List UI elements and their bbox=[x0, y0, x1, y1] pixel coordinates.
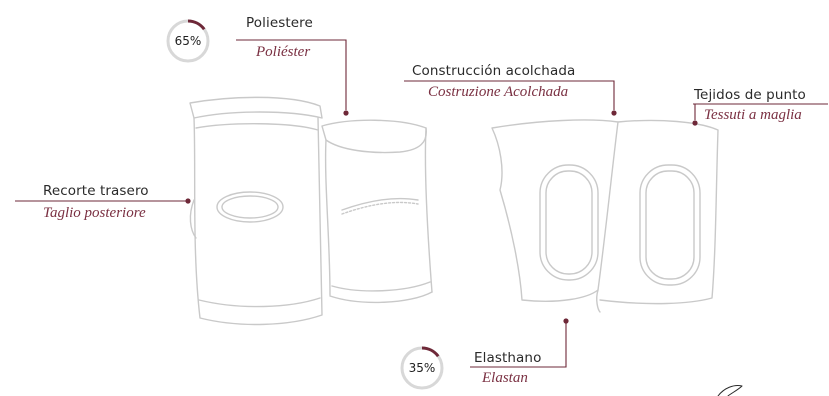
callout-poliestere-it: Poliéster bbox=[256, 44, 311, 60]
kneepad-side-view bbox=[321, 119, 433, 304]
callout-poliestere-es: Poliestere bbox=[246, 15, 313, 31]
percentage-badge-35: 35% bbox=[400, 346, 444, 390]
scribble-mark bbox=[717, 385, 743, 396]
leader-construccion bbox=[404, 80, 615, 110]
callout-construccion-es: Construcción acolchada bbox=[412, 63, 576, 79]
leader-poliestere bbox=[236, 39, 347, 110]
percentage-badge-65: 65% bbox=[166, 19, 210, 63]
percentage-value: 35% bbox=[408, 361, 436, 375]
percentage-value: 65% bbox=[174, 34, 202, 48]
callout-tejidos-es: Tejidos de punto bbox=[694, 87, 806, 103]
callout-recorte-es: Recorte trasero bbox=[43, 183, 149, 199]
leader-tejidos bbox=[693, 103, 696, 120]
callout-tejidos-it: Tessuti a maglia bbox=[704, 107, 802, 123]
leader-elasthano bbox=[470, 323, 567, 368]
callout-elasthano-it: Elastan bbox=[482, 370, 528, 386]
callout-elasthano-es: Elasthano bbox=[474, 350, 542, 366]
kneepad-back-view bbox=[189, 96, 323, 326]
callout-construccion-it: Costruzione Acolchada bbox=[428, 84, 569, 100]
kneepads-front-view bbox=[491, 119, 719, 313]
callout-recorte-it: Taglio posteriore bbox=[43, 205, 146, 221]
